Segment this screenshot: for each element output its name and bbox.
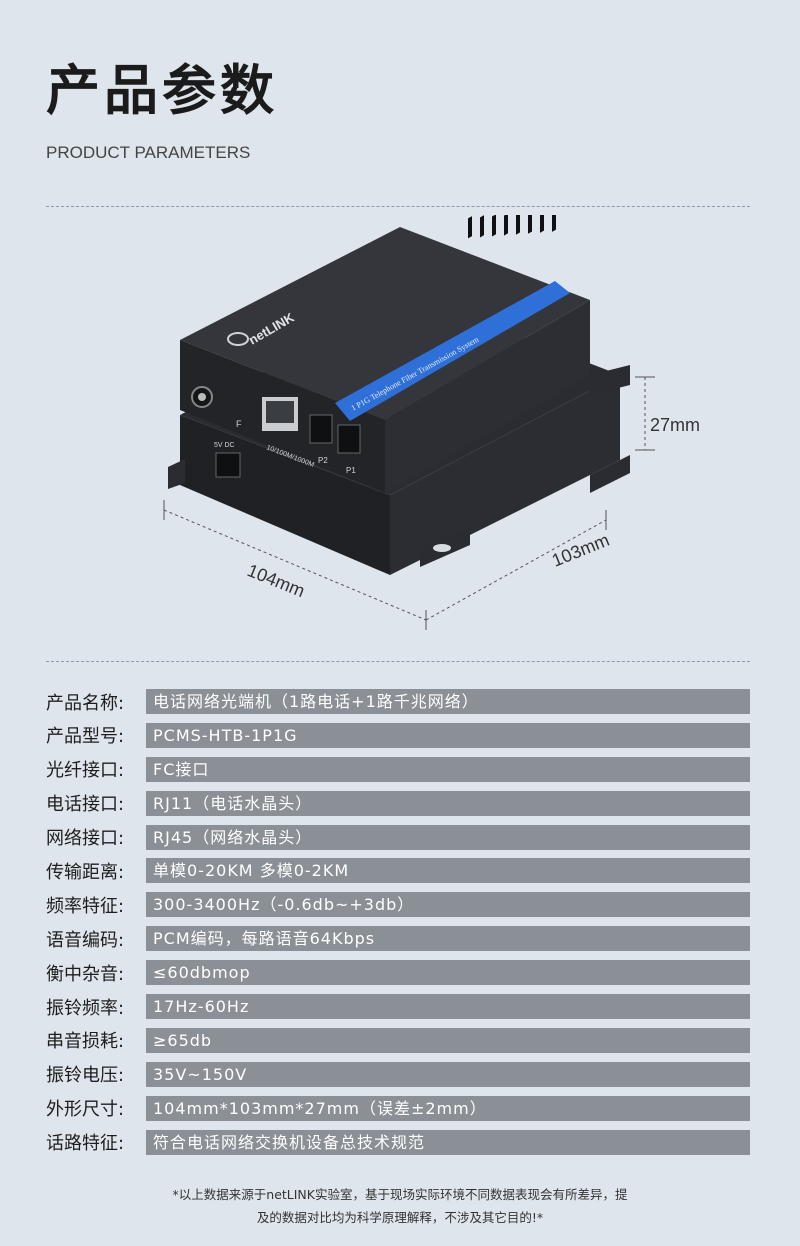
- upper-unit-top: [180, 227, 590, 420]
- param-label: 传输距离:: [46, 861, 125, 883]
- dim-depth-label: 103mm: [549, 530, 612, 571]
- param-row: 串音损耗: ≥65db: [46, 1027, 750, 1053]
- param-row: 产品型号: PCMS-HTB-1P1G: [46, 722, 750, 748]
- param-value: 35V~150V: [146, 1061, 750, 1087]
- param-label: 产品型号:: [46, 726, 125, 748]
- rj11-port-p1-label: P1: [346, 466, 356, 475]
- param-value: 17Hz-60Hz: [146, 994, 750, 1020]
- param-label: 振铃频率:: [46, 997, 125, 1019]
- fc-port-label: F: [236, 419, 242, 429]
- param-label: 话路特征:: [46, 1133, 125, 1155]
- top-divider: [46, 206, 750, 207]
- param-value: 符合电话网络交换机设备总技术规范: [146, 1129, 750, 1155]
- rj45-port-inner: [266, 401, 294, 423]
- mount-ear-right: [590, 365, 630, 395]
- param-label: 网络接口:: [46, 828, 125, 850]
- dim-height-label: 27mm: [650, 415, 700, 435]
- footnote-line-1: *以上数据来源于netLINK实验室，基于现场实际环境不同数据表现会有所差异，提: [172, 1187, 628, 1202]
- mount-ear-left: [168, 459, 185, 489]
- page-title: 产品参数: [46, 59, 278, 122]
- page-subtitle: PRODUCT PARAMETERS: [46, 143, 251, 162]
- param-value: PCMS-HTB-1P1G: [146, 722, 750, 748]
- param-label: 外形尺寸:: [46, 1099, 125, 1121]
- param-label: 衡中杂音:: [46, 963, 125, 985]
- blue-stripe: [335, 281, 570, 421]
- param-label: 电话接口:: [46, 794, 125, 816]
- param-row: 频率特征: 300-3400Hz（-0.6db~+3db）: [46, 892, 750, 918]
- dc-port-label: 5V DC: [214, 442, 235, 449]
- param-label: 频率特征:: [46, 895, 125, 917]
- parameter-table: 产品名称: 电话网络光端机（1路电话+1路千兆网络） 产品型号: PCMS-HT…: [46, 689, 750, 1163]
- param-value: RJ45（网络水晶头）: [146, 824, 750, 850]
- param-row: 电话接口: RJ11（电话水晶头）: [46, 790, 750, 816]
- param-label: 串音损耗:: [46, 1031, 125, 1053]
- param-row: 产品名称: 电话网络光端机（1路电话+1路千兆网络）: [46, 689, 750, 714]
- mount-ear-right-2: [590, 455, 630, 493]
- rj11-port-p2-label: P2: [318, 456, 328, 465]
- footnote-line-2: 及的数据对比均为科学原理解释，不涉及其它目的!*: [256, 1210, 544, 1225]
- param-value: 单模0-20KM 多模0-2KM: [146, 858, 750, 884]
- dimension-ticks: [163, 376, 655, 630]
- param-row: 传输距离: 单模0-20KM 多模0-2KM: [46, 858, 750, 884]
- mount-hole: [433, 544, 451, 552]
- rj11-port-p1-icon: [337, 424, 361, 454]
- param-value: RJ11（电话水晶头）: [146, 790, 750, 816]
- rj11-port-p2-icon: [309, 414, 333, 444]
- param-value: FC接口: [146, 756, 750, 782]
- lower-unit-side: [390, 375, 620, 575]
- param-label: 光纤接口:: [46, 760, 125, 782]
- param-row: 话路特征: 符合电话网络交换机设备总技术规范: [46, 1129, 750, 1155]
- param-value: 电话网络光端机（1路电话+1路千兆网络）: [146, 689, 750, 714]
- param-row: 振铃频率: 17Hz-60Hz: [46, 994, 750, 1020]
- dc-port-icon: [215, 452, 241, 478]
- param-row: 光纤接口: FC接口: [46, 756, 750, 782]
- param-value: ≤60dbmop: [146, 960, 750, 986]
- param-row: 语音编码: PCM编码，每路语音64Kbps: [46, 926, 750, 952]
- upper-unit-side: [385, 300, 590, 493]
- param-label: 产品名称:: [46, 692, 125, 714]
- param-row: 振铃电压: 35V~150V: [46, 1061, 750, 1087]
- middle-divider: [46, 661, 750, 662]
- fc-port-core: [198, 393, 206, 401]
- dimension-lines: [163, 377, 646, 621]
- param-row: 衡中杂音: ≤60dbmop: [46, 960, 750, 986]
- param-value: PCM编码，每路语音64Kbps: [146, 926, 750, 952]
- param-row: 网络接口: RJ45（网络水晶头）: [46, 824, 750, 850]
- param-value: ≥65db: [146, 1027, 750, 1053]
- product-image: 1 P1G Telephone Fiber Transmission Syste…: [163, 215, 700, 630]
- param-label: 语音编码:: [46, 929, 125, 951]
- side-vents: [468, 215, 556, 239]
- param-label: 振铃电压:: [46, 1065, 125, 1087]
- brand-logo-icon: [227, 332, 249, 346]
- param-value: 300-3400Hz（-0.6db~+3db）: [146, 892, 750, 918]
- param-row: 外形尺寸: 104mm*103mm*27mm（误差±2mm）: [46, 1095, 750, 1121]
- param-value: 104mm*103mm*27mm（误差±2mm）: [146, 1095, 750, 1121]
